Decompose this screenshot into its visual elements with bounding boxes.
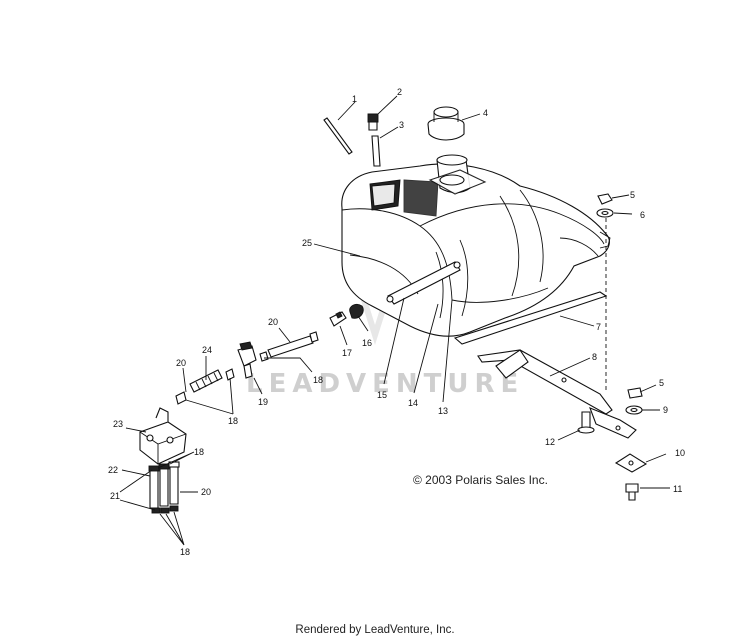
- callout-21: 21: [110, 491, 120, 501]
- callout-5b: 5: [659, 378, 664, 388]
- part-20-hoses-lower: [149, 465, 179, 509]
- callout-2: 2: [397, 87, 402, 97]
- copyright-text: © 2003 Polaris Sales Inc.: [413, 473, 548, 487]
- callout-labels: 1 2 3 4 5 6 25 7 8 5 9 10 11 12 13 14 15…: [108, 87, 685, 557]
- part-12-stud: [577, 411, 595, 434]
- part-19-valve: [237, 341, 257, 379]
- part-17-fitting: [329, 311, 347, 327]
- part-1-rod: [323, 117, 353, 155]
- callout-5a: 5: [630, 190, 635, 200]
- callout-13: 13: [438, 406, 448, 416]
- callout-6: 6: [640, 210, 645, 220]
- callout-12: 12: [545, 437, 555, 447]
- part-5-nut-upper: [597, 193, 613, 205]
- part-4-cap: [427, 106, 465, 141]
- callout-7: 7: [596, 322, 601, 332]
- footer-credit: Rendered by LeadVenture, Inc.: [295, 624, 455, 636]
- callout-20a: 20: [268, 317, 278, 327]
- part-16-grommet: [349, 303, 364, 319]
- callout-23: 23: [113, 419, 123, 429]
- part-3-hose: [371, 135, 381, 167]
- callout-20b: 20: [176, 358, 186, 368]
- callout-11: 11: [673, 484, 682, 494]
- part-11-bolt: [625, 483, 639, 501]
- part-9-washer: [625, 405, 643, 415]
- part-6-washer: [596, 208, 614, 218]
- part-24-spring: [189, 369, 223, 393]
- callout-3: 3: [399, 120, 404, 130]
- watermark-text: LEADVENTURE: [246, 369, 524, 399]
- callout-16: 16: [362, 338, 372, 348]
- callout-17: 17: [342, 348, 352, 358]
- fuel-tank: [341, 154, 611, 337]
- part-7-pad: [453, 291, 608, 345]
- callout-8: 8: [592, 352, 597, 362]
- part-23-fuel-pump: [139, 407, 187, 465]
- part-8-bracket: [477, 349, 637, 439]
- callout-25: 25: [302, 238, 312, 248]
- part-5-nut-lower: [627, 387, 643, 399]
- callout-18d: 18: [180, 547, 190, 557]
- callout-18c: 18: [194, 447, 204, 457]
- part-18-clamps: [148, 461, 180, 514]
- callout-4: 4: [483, 108, 488, 118]
- callout-9: 9: [663, 405, 668, 415]
- callout-10: 10: [675, 448, 685, 458]
- part-2-fitting: [367, 113, 379, 131]
- callout-14: 14: [408, 398, 418, 408]
- callout-15: 15: [377, 390, 387, 400]
- callout-22: 22: [108, 465, 118, 475]
- leader-lines: [119, 95, 670, 546]
- callout-1: 1: [352, 94, 357, 104]
- callout-19: 19: [258, 397, 268, 407]
- callout-24: 24: [202, 345, 212, 355]
- callout-20c: 20: [201, 487, 211, 497]
- callout-18b: 18: [228, 416, 238, 426]
- part-20-hose-upper: [267, 335, 314, 358]
- callout-18a: 18: [313, 375, 323, 385]
